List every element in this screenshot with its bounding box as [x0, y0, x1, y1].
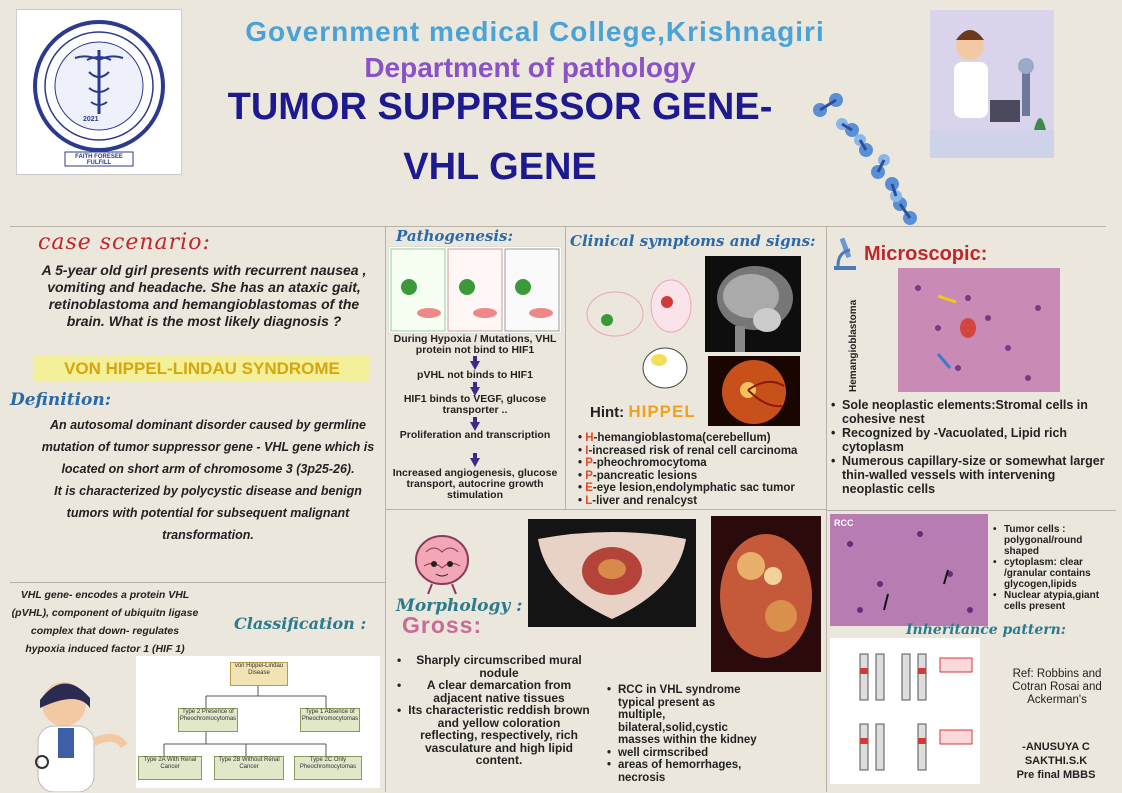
gene-note: VHL gene- encodes a protein VHL (pVHL), … — [11, 589, 199, 655]
hemangioblastoma-histology-image — [898, 268, 1060, 392]
morphology-heading: Morphology : — [396, 596, 523, 616]
author-course: Pre final MBBS — [1016, 769, 1096, 781]
logo-year: 2021 — [83, 116, 99, 123]
college-name: Government medical College,Krishnagiri — [245, 16, 825, 47]
list-item: • P-pheochromocytoma — [578, 457, 707, 469]
microscopic-list: Sole neoplastic elements:Stromal cells i… — [830, 398, 1120, 496]
divider — [10, 582, 385, 583]
inheritance-diagram — [830, 638, 980, 784]
hippel-list: • H-hemangioblastoma(cerebellum) • I-inc… — [578, 432, 797, 507]
flow-arrow — [473, 356, 477, 361]
inheritance-heading: Inheritance pattern: — [906, 622, 1066, 638]
brain-mri-image — [705, 256, 801, 352]
logo-motto: FAITH FORESEE FULFILL — [75, 154, 123, 166]
rcc-label: RCC — [834, 518, 854, 528]
list-item: Its characteristic reddish brown and yel… — [397, 704, 590, 767]
list-item: • H-hemangioblastoma(cerebellum) — [578, 432, 771, 444]
college-logo: 2021 FAITH FORESEE FULFILL — [16, 9, 182, 175]
flow-type2: Type 2 Presence of Pheochromocytomas — [178, 708, 238, 732]
pathogenesis-step-4: Proliferation and transcription — [399, 429, 551, 441]
divider — [10, 226, 1106, 227]
flow-type2a: Type 2A With Renal Cancer — [138, 756, 202, 780]
rcc-histology-image — [830, 514, 988, 626]
hint-word: HIPPEL — [628, 402, 696, 421]
divider — [385, 509, 827, 510]
list-item: A clear demarcation from adjacent native… — [397, 679, 590, 704]
author-2: SAKTHI.S.K — [1024, 755, 1088, 767]
down-arrow-icon — [470, 387, 480, 396]
retina-fundus-image — [708, 356, 800, 426]
rcc-micro-list: Tumor cells : polygonal/round shaped cyt… — [992, 524, 1114, 612]
flow-root: von Hippel-Lindau Disease — [230, 662, 288, 686]
pathogenesis-step-3: HIF1 binds to VEGF, glucose transporter … — [403, 393, 547, 416]
classification-heading: Classification : — [234, 614, 367, 633]
gross-list: Sharply circumscribed mural nodule A cle… — [396, 654, 590, 767]
definition-heading: Definition: — [10, 390, 112, 410]
clinical-heading: Clinical symptoms and signs: — [570, 232, 816, 250]
authors: -ANUSUYA C SAKTHI.S.K Pre final MBBS — [994, 740, 1118, 782]
poster-title-line2: VHL GENE — [403, 146, 597, 188]
list-item: Sharply circumscribed mural nodule — [397, 654, 590, 679]
list-item: • I-increased risk of renal cell carcino… — [578, 444, 798, 457]
flow-arrow — [473, 382, 477, 387]
list-item: RCC in VHL syndrome typical present as m… — [607, 684, 760, 747]
flow-arrow — [473, 453, 477, 458]
reference: Ref: Robbins and Cotran Rosai and Ackerm… — [1012, 668, 1102, 706]
list-item: Sole neoplastic elements:Stromal cells i… — [831, 398, 1120, 426]
doctor-illustration — [35, 682, 128, 792]
list-item: Nuclear atypia,giant cells present — [993, 590, 1114, 612]
classification-flowchart: von Hippel-Lindau Disease Type 2 Presenc… — [136, 656, 380, 788]
department-name: Department of pathology — [364, 52, 696, 83]
down-arrow-icon — [470, 458, 480, 467]
kidney-gross-image — [711, 516, 821, 672]
cerebellum-gross-image — [528, 519, 696, 627]
pathogenesis-step-5: Increased angiogenesis, glucose transpor… — [392, 467, 558, 501]
list-item: • E-eye lesion,endolymphatic sac tumor — [578, 482, 795, 494]
dna-helix-illustration — [813, 93, 917, 225]
list-item: • P-pancreatic lesions — [578, 469, 698, 482]
poster-title-line1: TUMOR SUPPRESSOR GENE- — [227, 86, 773, 128]
definition-p2: It is characterized by polycystic diseas… — [54, 484, 362, 542]
microscope-icon — [834, 237, 856, 270]
flow-type2c: Type 2C Only Pheochromocytomas — [294, 756, 362, 780]
definition-text: An autosomal dominant disorder caused by… — [38, 414, 378, 546]
microscopic-heading: Microscopic: — [864, 243, 988, 265]
diagnosis-banner: VON HIPPEL-LINDAU SYNDROME — [34, 356, 370, 382]
rcc-gross-list: RCC in VHL syndrome typical present as m… — [606, 684, 760, 784]
organ-diagram — [586, 279, 692, 389]
down-arrow-icon — [470, 422, 480, 431]
pathogenesis-step-2: pVHL not binds to HIF1 — [417, 369, 533, 381]
scientist-illustration — [930, 10, 1054, 158]
pathogenesis-heading: Pathogenesis: — [396, 227, 514, 245]
hint-text: Hint: — [590, 404, 625, 421]
brain-mascot-icon — [415, 535, 469, 595]
divider — [565, 226, 566, 509]
list-item: cytoplasm: clear /granular contains glyc… — [993, 557, 1114, 590]
list-item: areas of hemorrhages, necrosis — [607, 759, 760, 784]
case-heading: case scenario: — [38, 230, 211, 255]
flow-type2b: Type 2B Without Renal Cancer — [214, 756, 284, 780]
divider — [826, 510, 1116, 511]
list-item: well cirmscribed — [607, 747, 760, 760]
list-item: • L-liver and renalcyst — [578, 494, 698, 507]
definition-p1: An autosomal dominant disorder caused by… — [41, 418, 375, 476]
author-1: -ANUSUYA C — [1022, 741, 1090, 753]
hint-label: Hint: HIPPEL — [590, 402, 696, 422]
pathogenesis-step-1: During Hypoxia / Mutations, VHL protein … — [393, 333, 557, 356]
down-arrow-icon — [470, 361, 480, 370]
case-text: A 5-year old girl presents with recurren… — [41, 262, 367, 329]
pathogenesis-diagram — [388, 246, 562, 334]
list-item: Recognized by -Vacuolated, Lipid rich cy… — [831, 426, 1120, 454]
flow-arrow — [473, 417, 477, 422]
list-item: Numerous capillary-size or somewhat larg… — [831, 454, 1120, 496]
gross-heading: Gross: — [402, 612, 483, 638]
hemangioblastoma-label: Hemangioblastoma — [848, 299, 859, 392]
flow-type1: Type 1 Absence of Pheochromocytomas — [300, 708, 360, 732]
divider — [826, 226, 827, 792]
list-item: Tumor cells : polygonal/round shaped — [993, 524, 1114, 557]
